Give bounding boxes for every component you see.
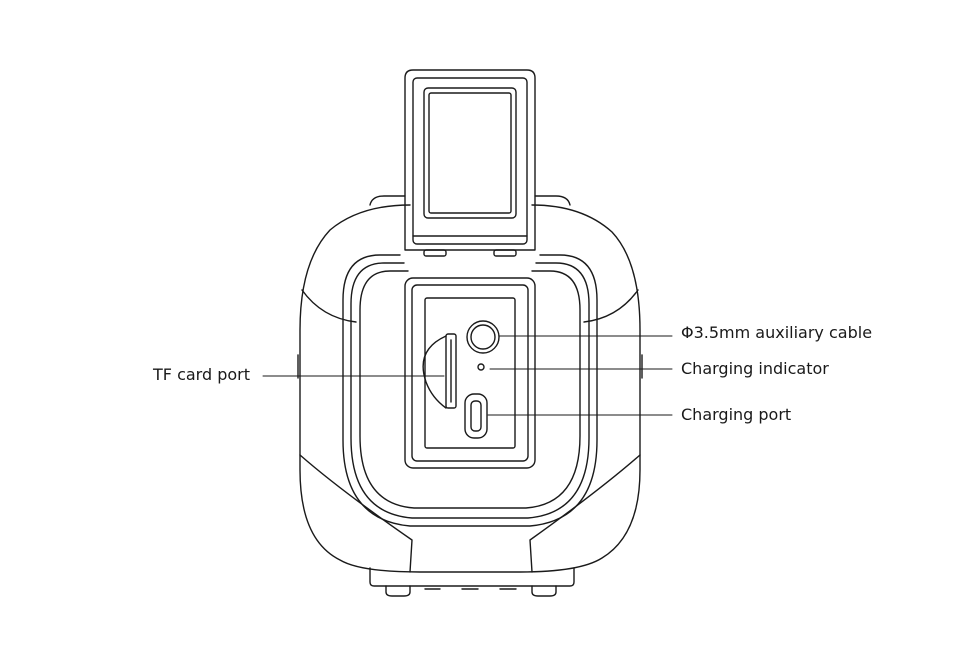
top-bump-left — [369, 195, 406, 206]
aux-cable-label: Φ3.5mm auxiliary cable — [681, 323, 873, 342]
left-side-panel — [299, 289, 413, 573]
charging-port-label: Charging port — [681, 405, 792, 424]
speaker-body — [299, 204, 641, 573]
charging-indicator-led — [477, 363, 485, 371]
leader-lines — [262, 335, 673, 416]
charging-port-socket — [464, 393, 488, 439]
front-recess — [342, 254, 598, 527]
tf-card-port-label: TF card port — [153, 365, 250, 384]
aux-jack — [466, 320, 500, 354]
charging-indicator-label: Charging indicator — [681, 359, 829, 378]
port-panel — [404, 277, 536, 469]
tf-card-slot — [422, 333, 457, 409]
speaker-base — [369, 567, 575, 597]
top-bump-right — [534, 195, 571, 206]
port-cover-flap — [404, 69, 536, 257]
right-side-panel — [529, 289, 641, 573]
